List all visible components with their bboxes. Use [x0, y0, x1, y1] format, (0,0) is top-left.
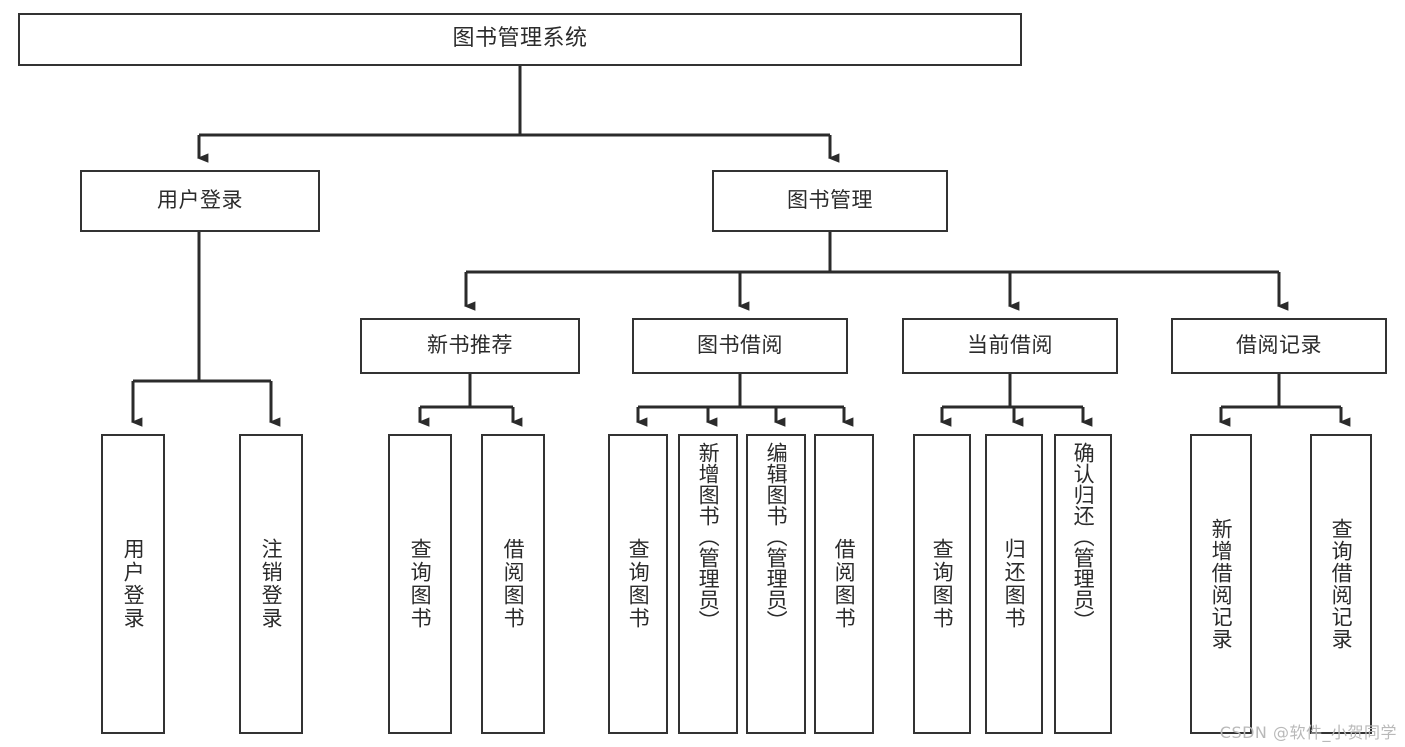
node-leaf-query-book-2[interactable]: 查询图书	[608, 434, 668, 734]
node-leaf-query-book-1-label: 查询图书	[408, 538, 433, 630]
node-leaf-query-book-2-label: 查询图书	[626, 538, 651, 630]
node-leaf-query-book-3-label: 查询图书	[930, 538, 955, 630]
node-leaf-query-record[interactable]: 查询借阅记录	[1310, 434, 1372, 734]
node-leaf-add-book[interactable]: 新增图书（管理员）	[678, 434, 738, 734]
node-leaf-borrow-book-1-label: 借阅图书	[501, 538, 526, 630]
node-leaf-user-login[interactable]: 用户登录	[101, 434, 165, 734]
node-leaf-borrow-book-2-label: 借阅图书	[832, 538, 857, 630]
node-leaf-query-record-label: 查询借阅记录	[1329, 518, 1354, 650]
node-leaf-return-book[interactable]: 归还图书	[985, 434, 1043, 734]
node-leaf-return-book-label: 归还图书	[1002, 538, 1027, 630]
node-leaf-user-login-label: 用户登录	[121, 538, 146, 630]
node-leaf-user-logout-label: 注销登录	[259, 538, 284, 630]
watermark: CSDN @软件_小贺同学	[1219, 723, 1397, 742]
node-leaf-add-record[interactable]: 新增借阅记录	[1190, 434, 1252, 734]
node-leaf-edit-book-label: 编辑图书（管理员）	[764, 442, 789, 631]
node-user-login[interactable]: 用户登录	[80, 170, 320, 232]
node-user-login-label: 用户登录	[157, 188, 243, 213]
node-leaf-query-book-3[interactable]: 查询图书	[913, 434, 971, 734]
node-book-borrow[interactable]: 图书借阅	[632, 318, 848, 374]
node-root-label: 图书管理系统	[452, 26, 588, 52]
node-new-book-rec-label: 新书推荐	[427, 333, 513, 358]
node-new-book-rec[interactable]: 新书推荐	[360, 318, 580, 374]
node-leaf-add-record-label: 新增借阅记录	[1209, 518, 1234, 650]
node-leaf-borrow-book-1[interactable]: 借阅图书	[481, 434, 545, 734]
node-root[interactable]: 图书管理系统	[18, 13, 1022, 66]
node-book-borrow-label: 图书借阅	[697, 333, 783, 358]
node-current-borrow[interactable]: 当前借阅	[902, 318, 1118, 374]
node-leaf-user-logout[interactable]: 注销登录	[239, 434, 303, 734]
node-leaf-add-book-label: 新增图书（管理员）	[696, 442, 721, 631]
node-current-borrow-label: 当前借阅	[967, 333, 1053, 358]
node-borrow-record-label: 借阅记录	[1236, 333, 1322, 358]
node-leaf-edit-book[interactable]: 编辑图书（管理员）	[746, 434, 806, 734]
node-leaf-borrow-book-2[interactable]: 借阅图书	[814, 434, 874, 734]
node-leaf-query-book-1[interactable]: 查询图书	[388, 434, 452, 734]
node-borrow-record[interactable]: 借阅记录	[1171, 318, 1387, 374]
node-leaf-confirm-return-label: 确认归还（管理员）	[1071, 442, 1096, 631]
node-book-manage[interactable]: 图书管理	[712, 170, 948, 232]
node-leaf-confirm-return[interactable]: 确认归还（管理员）	[1054, 434, 1112, 734]
node-book-manage-label: 图书管理	[787, 188, 873, 213]
